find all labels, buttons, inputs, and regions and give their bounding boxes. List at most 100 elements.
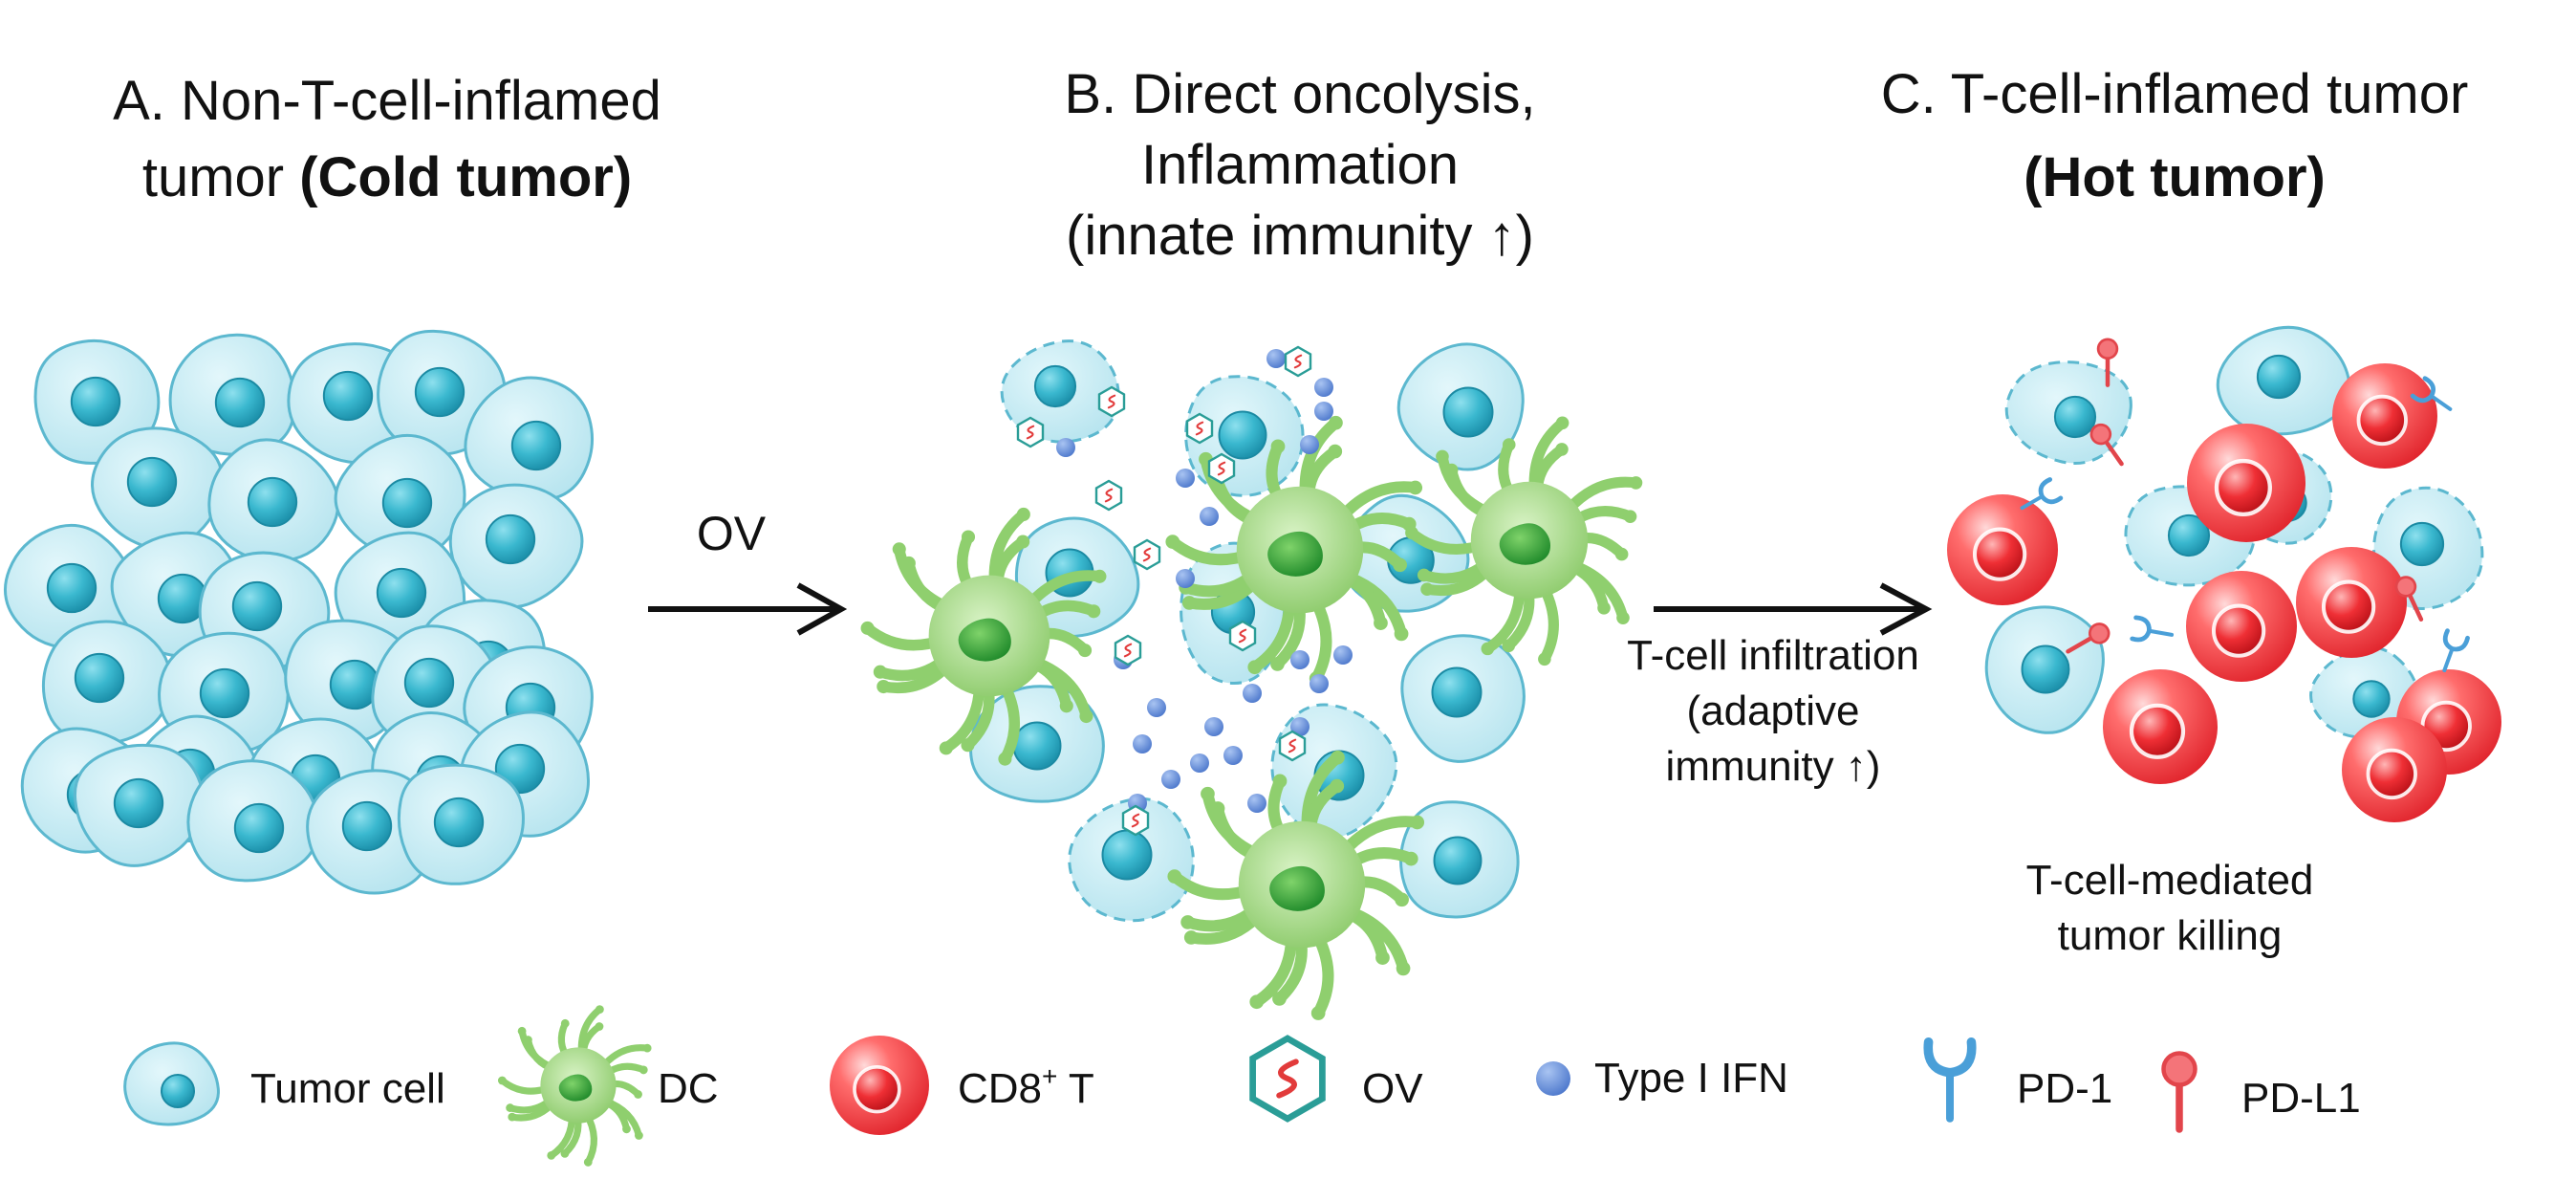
tumor-cell-nucleus: [2352, 680, 2391, 718]
dc-dendrite-tip: [1393, 557, 1407, 573]
dc-dendrite-tip: [642, 1043, 652, 1053]
dc-dendrite-tip: [595, 1005, 604, 1015]
infiltration-arrow-group: T-cell infiltration (adaptive immunity ↑…: [1627, 582, 1933, 790]
pdl1-stem: [2406, 590, 2424, 622]
pd1-stem: [2020, 494, 2045, 511]
tumor-cell-b: [1400, 634, 1526, 763]
cold-tumor-cell: [397, 763, 525, 885]
panel-a-title-line1: A. Non-T-cell-inflamed: [113, 70, 661, 132]
t-cell-nucleus: [2366, 748, 2417, 800]
ov-particle: [1094, 479, 1123, 512]
tumor-cell-nucleus: [341, 800, 393, 852]
dc-dendrite-tip: [1181, 596, 1197, 610]
pd1-receptor: [2020, 477, 2064, 511]
dc-dendrite-tip: [1247, 660, 1263, 675]
dc-dendrite-tip: [998, 752, 1012, 766]
cold-tumor-cell: [334, 433, 466, 561]
ov-arrow-head: [796, 582, 848, 636]
dc-dendrite-tip: [892, 542, 906, 557]
tumor-cell-nucleus: [74, 652, 125, 704]
ov-genome: [1293, 354, 1303, 369]
dc-dendrite-tip: [1555, 416, 1569, 430]
legend-t-cell-shape: [830, 1036, 929, 1135]
pdl1-head: [2088, 622, 2111, 644]
dc-dendrite-tip: [1329, 415, 1343, 430]
t-cell-nucleus: [2129, 703, 2186, 759]
ov-genome: [1026, 425, 1035, 440]
tumor-cell-nucleus: [199, 667, 250, 719]
panel-b-heading: B. Direct oncolysis, Inflammation (innat…: [1064, 63, 1535, 267]
ifn-dot: [1247, 794, 1266, 813]
dc-dendrite-tip: [873, 665, 887, 679]
ifn-dot: [1310, 674, 1329, 693]
tumor-cell-nucleus: [113, 777, 164, 829]
dc-dendrite-tip: [1538, 652, 1551, 666]
ov-particle: [1228, 620, 1257, 652]
dc-dendrite-tip: [1180, 915, 1196, 929]
dc-dendrite-tip: [1410, 815, 1425, 830]
cold-tumor-cell: [464, 376, 595, 502]
ifn-dot: [1133, 734, 1152, 753]
pdl1-stem: [2102, 437, 2124, 467]
ov-genome: [1195, 421, 1204, 436]
dc-dendrite-tip: [1249, 994, 1265, 1010]
dc-dendrite-tip: [634, 1090, 642, 1099]
legend-cd8-sup: +: [1042, 1061, 1057, 1091]
ifn-dot: [1536, 1061, 1570, 1096]
tumor-cell-nucleus: [510, 420, 562, 471]
legend-dc-label: DC: [658, 1065, 719, 1112]
caption-line2: tumor killing: [2058, 912, 2283, 959]
dc-dendrite-tip: [1331, 750, 1345, 765]
ifn-dot: [1243, 684, 1262, 703]
dc-dendrite-tip: [583, 1158, 593, 1167]
legend-cd8-t-cell-icon: [830, 1036, 929, 1135]
legend-cd8-label: CD8+ T: [958, 1061, 1094, 1112]
pdl1-head: [2161, 1051, 2197, 1087]
infiltration-arrow-head: [1879, 582, 1933, 636]
cd8-t-cell-c: [2186, 571, 2297, 682]
panel-a-heading: A. Non-T-cell-inflamed tumor (Cold tumor…: [113, 70, 661, 208]
legend-pd1-icon: [1923, 1037, 1977, 1123]
tumor-cell-nucleus: [2053, 395, 2097, 439]
dc-dendrite-tip: [1405, 526, 1418, 540]
dc-nucleus: [1267, 531, 1323, 577]
tumor-cell-nucleus: [1431, 666, 1483, 718]
ifn-dot: [1290, 717, 1310, 736]
t-cell-nucleus: [2321, 579, 2376, 634]
tumor-cell-nucleus: [414, 366, 465, 418]
ov-genome: [1131, 813, 1140, 828]
tumor-cell-c: [2309, 645, 2421, 739]
dc-dendrite-tip: [1270, 657, 1285, 671]
tumor-cell-b: [1000, 339, 1120, 444]
ifn-dot: [1333, 645, 1353, 665]
tumor-cell-b: [1399, 800, 1520, 919]
cd8-t-cell-c: [2332, 363, 2437, 469]
dc-dendrite-tip: [1330, 778, 1345, 794]
dendritic-cell-b: [860, 507, 1107, 766]
dendritic-cell-b: [1405, 416, 1643, 666]
legend-ov-label: OV: [1362, 1065, 1423, 1112]
ifn-dot: [1204, 717, 1223, 736]
tumor-cell-nucleus: [433, 797, 485, 848]
t-cell-nucleus: [2211, 603, 2266, 658]
dc-dendrite-tip: [1396, 961, 1411, 976]
ov-particle: [1133, 538, 1161, 571]
cd8-t-cell-c: [2342, 717, 2447, 822]
legend-dc-shape: [497, 1005, 652, 1167]
ifn-dot: [1147, 698, 1166, 717]
panel-a-title-plain: tumor: [142, 146, 299, 208]
tumor-cell-c: [2216, 325, 2351, 436]
legend-ov-icon: [1249, 1035, 1326, 1123]
cold-tumor-cell: [168, 333, 296, 456]
cold-tumor-cell: [91, 426, 225, 551]
tumor-cell-nucleus: [322, 370, 374, 422]
ov-genome: [1142, 547, 1152, 562]
cold-tumor-cell: [207, 438, 340, 563]
dendritic-cell-b: [1167, 750, 1425, 1020]
ov-particle: [1016, 416, 1045, 448]
ov-genome: [1107, 394, 1116, 409]
ov-arrow-group: OV: [648, 507, 848, 636]
pd1-stem: [2147, 628, 2175, 637]
legend-dc-icon: [497, 1005, 652, 1167]
infiltration-label-line2: (adaptive: [1686, 688, 1859, 734]
